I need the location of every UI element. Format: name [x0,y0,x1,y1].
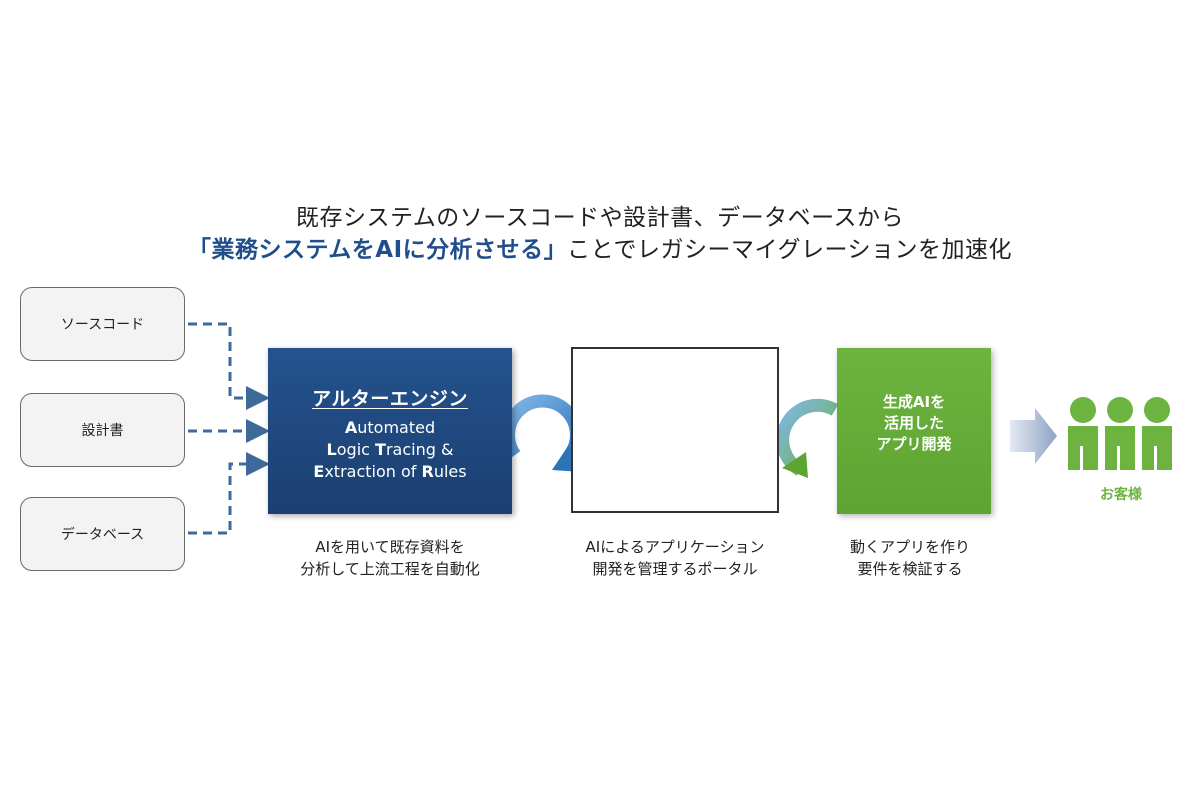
engine-subtitle: Automated Logic Tracing & Extraction of … [268,417,512,483]
caption-genai-line-1: 動くアプリを作り [849,538,970,556]
engine-sub-line-3: Extraction of Rules [313,462,467,481]
connector-database [188,452,270,535]
caption-portal: AIによるアプリケーション 開発を管理するポータル [545,536,805,580]
genai-line-3: アプリ開発 [876,434,952,453]
caption-portal-line-1: AIによるアプリケーション [585,538,765,556]
engine-sub-line-2: Logic Tracing & [326,440,454,459]
headline-accent: 「業務システムをAIに分析させる」 [187,237,568,263]
customer-label: お客様 [1100,487,1142,503]
headline-line-1: 既存システムのソースコードや設計書、データベースから [295,205,904,231]
flow-arrow-icon [1010,408,1057,464]
genai-line-2: 活用した [883,413,944,432]
headline-rest: ことでレガシーマイグレーションを加速化 [567,237,1013,263]
genai-app-dev-box: 生成AIを 活用した アプリ開発 [837,348,991,514]
source-box-source-code: ソースコード [20,287,185,361]
source-box-database: データベース [20,497,185,571]
engine-sub-line-1: Automated [344,418,436,437]
genai-line-1: 生成AIを [882,392,946,411]
source-box-design-doc: 設計書 [20,393,185,467]
caption-portal-line-2: 開発を管理するポータル [592,560,758,578]
cycle-arrow-right-icon [776,398,839,478]
headline-line-2: 「業務システムをAIに分析させる」ことでレガシーマイグレーションを加速化 [0,230,1200,264]
connector-source-code [188,322,270,410]
caption-genai: 動くアプリを作り 要件を検証する [800,536,1020,580]
engine-title: アルターエンジン [312,388,468,410]
caption-genai-line-2: 要件を検証する [857,560,963,578]
alter-engine-box: アルターエンジン Automated Logic Tracing & Extra… [268,348,512,514]
caption-engine-line-2: 分析して上流工程を自動化 [300,560,480,578]
caption-engine-line-1: AIを用いて既存資料を [315,538,465,556]
portal-document-box [571,347,779,513]
caption-engine: AIを用いて既存資料を 分析して上流工程を自動化 [245,536,535,580]
